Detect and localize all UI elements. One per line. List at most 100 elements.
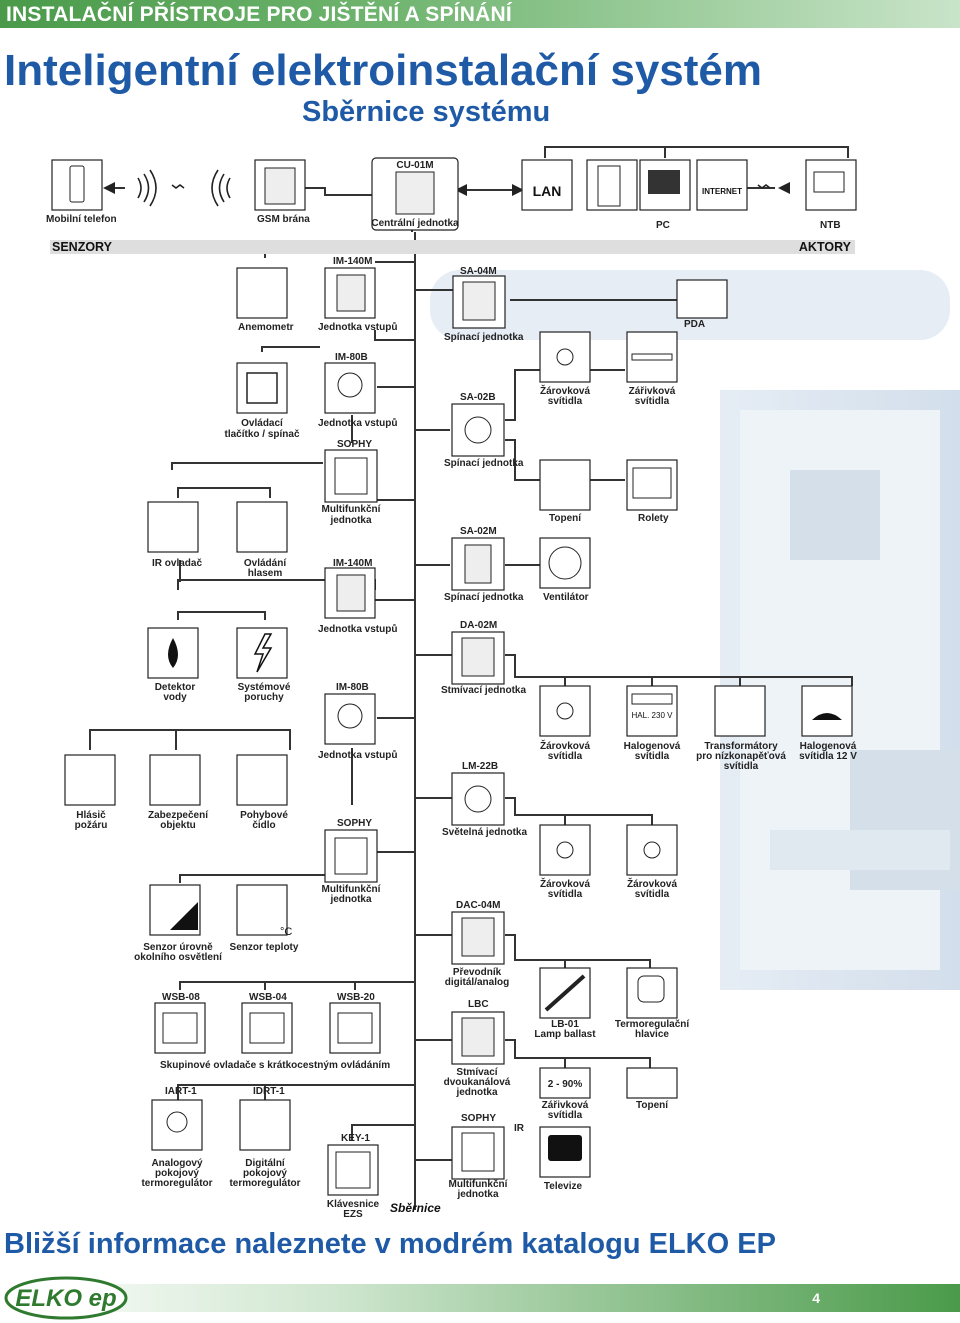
- label-analog2: pokojový: [155, 1168, 199, 1179]
- label-bulb-d2: svítidla: [635, 889, 670, 900]
- actors-label: AKTORY: [798, 240, 851, 254]
- label-ntb: NTB: [820, 220, 841, 231]
- label-switch-a: Spínací jednotka: [444, 332, 524, 343]
- label-light: Senzor úrovně: [143, 942, 213, 953]
- label-gsm: GSM brána: [257, 214, 310, 225]
- label-unit-in-d: Jednotka vstupů: [318, 749, 397, 761]
- label-bulb-d: Žárovková: [627, 877, 677, 890]
- label-switch-b: Spínací jednotka: [444, 458, 524, 469]
- label-temp: Senzor teploty: [230, 942, 299, 953]
- label-pda: PDA: [684, 319, 705, 330]
- label-bus: Sběrnice: [390, 1201, 441, 1215]
- label-digital: Digitální: [245, 1158, 286, 1169]
- label-unit-in-c: Jednotka vstupů: [318, 623, 397, 635]
- label-sophy-b: SOPHY: [337, 818, 372, 829]
- label-trafo3: svítidla: [724, 761, 759, 772]
- label-multi-a2: jednotka: [329, 515, 372, 526]
- label-lb01: LB-01: [551, 1019, 579, 1030]
- label-im140-b: IM-140M: [333, 558, 372, 569]
- gsm-device-icon: [264, 167, 296, 205]
- monitor-icon: [648, 170, 680, 194]
- security-box: [149, 754, 201, 806]
- bus-wires: [89, 146, 853, 1210]
- label-button: Ovládací: [241, 418, 284, 429]
- label-thermo2: hlavice: [635, 1029, 669, 1040]
- label-fan: Ventilátor: [543, 592, 589, 603]
- voice-control-box: [236, 501, 288, 553]
- label-group: Skupinové ovladače s krátkocestným ovlád…: [160, 1060, 390, 1071]
- label-fire: Hlásič: [76, 810, 106, 821]
- label-bulb-b2: svítidla: [548, 751, 583, 762]
- label-trafo: Transformátory: [704, 741, 778, 752]
- label-unit-in-b: Jednotka vstupů: [318, 417, 397, 429]
- label-iart: IART-1: [165, 1086, 197, 1097]
- label-light2: okolního osvětlení: [134, 952, 223, 963]
- label-bulb-a: Žárovková: [540, 384, 590, 397]
- label-unit-in-a: Jednotka vstupů: [318, 321, 397, 333]
- label-sa02b: SA-02B: [460, 392, 496, 403]
- label-sa02m: SA-02M: [460, 526, 497, 537]
- label-heat-b: Topení: [636, 1100, 669, 1111]
- label-motion: Pohybové: [240, 810, 288, 821]
- label-internet: INTERNET: [702, 187, 742, 196]
- label-sa04: SA-04M: [460, 266, 497, 277]
- label-motion2: čidlo: [252, 820, 275, 831]
- label-cu-model: CU-01M: [396, 160, 433, 171]
- mobile-phone-icon: [69, 165, 85, 203]
- label-wsb04: WSB-04: [249, 992, 287, 1003]
- label-mobile: Mobilní telefon: [46, 214, 117, 225]
- label-switch-c: Spínací jednotka: [444, 592, 524, 603]
- label-halo2: svítidla: [635, 751, 670, 762]
- page-subtitle: Sběrnice systému: [302, 96, 551, 128]
- label-lb01b: Lamp ballast: [534, 1029, 596, 1040]
- internet-box: [696, 159, 748, 211]
- label-bulb-a2: svítidla: [548, 396, 583, 407]
- label-fault2: poruchy: [244, 692, 284, 703]
- label-analog: Analogový: [151, 1158, 203, 1169]
- label-lm22: LM-22B: [462, 761, 498, 772]
- label-keypad2: EZS: [343, 1209, 363, 1220]
- label-halo12-2: svítidla 12 V: [799, 751, 857, 762]
- label-bulb-c: Žárovková: [540, 877, 590, 890]
- label-conv2: digitál/analog: [445, 977, 509, 988]
- label-sophy-a: SOPHY: [337, 439, 372, 450]
- pda-box: [676, 279, 728, 319]
- label-idrt: IDRT-1: [253, 1086, 285, 1097]
- wireless-waves: [137, 169, 771, 207]
- label-im140-a: IM-140M: [333, 256, 372, 267]
- label-pc: PC: [656, 220, 670, 231]
- label-dac04: DAC-04M: [456, 900, 500, 911]
- label-digital2: pokojový: [243, 1168, 287, 1179]
- water-drop-icon: [168, 638, 178, 668]
- label-temp-symbol: °C: [280, 926, 292, 938]
- system-fault-box: [236, 627, 288, 679]
- label-dual: Stmívací: [456, 1067, 498, 1078]
- label-multi-c: Multifunkční: [449, 1179, 509, 1190]
- label-secure2: objektu: [160, 820, 196, 831]
- fire-alarm-box: [64, 754, 116, 806]
- label-heat-a: Topení: [549, 513, 582, 524]
- label-analog3: termoregulátor: [141, 1178, 212, 1189]
- label-lightunit: Světelná jednotka: [442, 827, 527, 838]
- label-lbc: LBC: [468, 999, 489, 1010]
- halogen-12v-box: [801, 685, 853, 737]
- label-voice2: hlasem: [248, 568, 283, 579]
- label-conv: Převodník: [453, 967, 502, 978]
- label-sophy-c: SOPHY: [461, 1113, 496, 1124]
- anemometer-box: [236, 267, 288, 319]
- central-device-icon: [395, 171, 435, 215]
- motion-sensor-box: [236, 754, 288, 806]
- temperature-sensor-box: [236, 884, 288, 936]
- lightning-icon: [253, 633, 273, 673]
- notebook-icon: [813, 171, 845, 193]
- label-trafo2: pro nízkonapěťová: [696, 751, 786, 762]
- label-dual2: dvoukanálová: [444, 1077, 511, 1088]
- label-water: Detektor: [155, 682, 196, 693]
- label-dimmer: Stmívací jednotka: [441, 685, 526, 696]
- ir-controller-box: [147, 501, 199, 553]
- label-halo: Halogenová: [624, 741, 681, 752]
- device-boxes: [51, 157, 857, 1196]
- sensors-label: SENZORY: [52, 240, 112, 254]
- label-voice: Ovládání: [244, 558, 287, 569]
- label-thermo: Termoregulační: [615, 1019, 690, 1030]
